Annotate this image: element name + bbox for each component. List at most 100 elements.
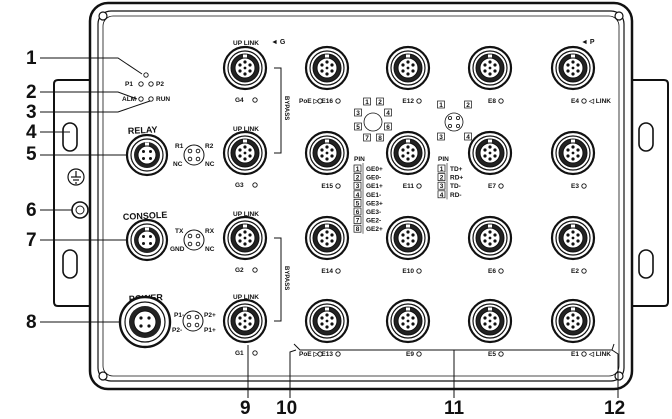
pin-table-num: 5 — [356, 200, 360, 207]
ethernet-port-label: E5 — [488, 351, 496, 358]
uplink-header-4: UP LINK — [233, 294, 259, 301]
pin-number-box — [363, 133, 371, 142]
console-connector: CONSOLE TX RX GND NC — [123, 210, 215, 262]
ethernet-port-label: E16 — [321, 98, 333, 105]
pin-number-8p-4: 4 — [386, 110, 390, 117]
pin-table-num-box — [353, 173, 362, 181]
ethernet-port-label: E8 — [488, 98, 496, 105]
console-pin-gnd: GND — [170, 246, 185, 253]
pin-table-signal: RD+ — [450, 175, 463, 182]
left-mounting-ear — [53, 79, 96, 307]
uplink-ports: ◄ G UP LINK G4 UP LINK G3 UP LINK G2 UP … — [222, 39, 289, 357]
ethernet-port-label: E14 — [321, 268, 333, 275]
ethernet-port-e5: E5 — [467, 298, 513, 358]
uplink-g-marker: ◄ G — [271, 39, 286, 46]
pin-table-signal: TD- — [450, 183, 461, 190]
pin-table-num-box — [353, 207, 362, 216]
ethernet-port-label: E2 — [571, 268, 579, 275]
callout-1: 1 — [26, 48, 37, 69]
pin-table-signal: TD+ — [450, 166, 463, 173]
pin-table-num: 3 — [356, 183, 360, 190]
pin-table-num: 1 — [440, 166, 444, 173]
port-group-bracket — [293, 343, 615, 351]
pin-number-box — [437, 100, 445, 109]
callout-leader-line — [289, 349, 297, 398]
ethernet-port-label: E1 — [571, 351, 579, 358]
poe-label: PoE ▷ — [299, 351, 319, 358]
power-connector: POWER P1- P2+ P2- P1+ — [118, 292, 216, 349]
ethernet-port-e7: E7 — [467, 130, 513, 190]
pin-number-box — [376, 97, 384, 106]
callout-11: 11 — [444, 398, 465, 419]
ethernet-port-e1: E1 ◁ LINK — [550, 298, 611, 358]
status-leds: P1 P2 ALM RUN — [122, 72, 170, 103]
callout-6: 6 — [26, 200, 37, 221]
pin-number-box — [464, 100, 472, 109]
pin-number-8p-1: 1 — [365, 99, 369, 106]
relay-pin-nc1: NC — [173, 161, 183, 168]
pin-table-signal: GE0- — [366, 175, 381, 182]
link-label: ◁ LINK — [588, 351, 611, 358]
relay-pin-nc2: NC — [205, 161, 215, 168]
ethernet-port-label: E7 — [488, 183, 496, 190]
relay-pin-r1: R1 — [175, 143, 184, 150]
console-pin-nc: NC — [205, 246, 215, 253]
pin-table-num-box — [437, 181, 446, 190]
ethernet-port-e12: E12 — [385, 45, 431, 105]
ethernet-port-label: E12 — [402, 98, 414, 105]
ethernet-port-label: E11 — [403, 183, 415, 190]
led-alm — [138, 96, 144, 102]
corner-screws — [98, 11, 624, 381]
console-pinout — [183, 229, 205, 251]
callout-10: 10 — [276, 398, 297, 419]
console-label: CONSOLE — [123, 210, 168, 222]
uplink-port-g4-label: G4 — [235, 97, 244, 104]
pin-table-header: PIN — [354, 156, 365, 163]
pin-number-4p-1: 1 — [439, 102, 443, 109]
led-run — [148, 96, 154, 102]
power-pin-p2m: P2- — [172, 327, 182, 334]
ethernet-port-e2: E2 — [550, 215, 596, 275]
pin-table-signal: GE2- — [366, 218, 381, 225]
housing-inner — [97, 10, 625, 382]
pin-table-num: 4 — [440, 192, 444, 199]
pin-number-box — [464, 132, 472, 141]
pin-number-8p-6: 6 — [386, 124, 390, 131]
ethernet-port-label: E15 — [321, 183, 333, 190]
pin-table-num-box — [353, 190, 362, 199]
pin-table-num: 1 — [356, 166, 360, 173]
pin-table-num: 6 — [356, 209, 360, 216]
bypass-label-2: BYPASS — [283, 266, 289, 290]
callout-9: 9 — [240, 398, 251, 419]
pin-number-box — [437, 132, 445, 141]
callout-2: 2 — [26, 82, 37, 103]
pin-table-num-box — [437, 173, 446, 181]
pin-number-8p-8: 8 — [378, 135, 382, 142]
ethernet-port-e9: E9 — [385, 298, 431, 358]
pin-table-num: 2 — [356, 175, 360, 182]
power-pin-p2p: P2+ — [204, 312, 216, 319]
pin-table-signal: GE1- — [366, 192, 381, 199]
callout-leader-line — [40, 100, 151, 113]
pin-table-num: 2 — [440, 175, 444, 182]
power-pin-p1p: P1+ — [204, 327, 216, 334]
pin-table-num: 7 — [356, 218, 360, 225]
callout-12: 12 — [604, 398, 625, 419]
callout-leader-line — [40, 57, 143, 75]
callout-3: 3 — [26, 102, 37, 123]
ethernet-port-e10: E10 — [385, 215, 431, 275]
pin-number-8p-7: 7 — [365, 135, 369, 142]
ethernet-p-marker: ◄ P — [581, 39, 595, 46]
callout-leader-line — [611, 349, 619, 398]
uplink-port-g1-label: G1 — [235, 350, 244, 357]
pin-table-signal: GE3- — [366, 209, 381, 216]
pin-table-signal: GE3+ — [366, 200, 383, 207]
pin-table-header: PIN — [438, 156, 449, 163]
callout-5: 5 — [26, 144, 37, 165]
